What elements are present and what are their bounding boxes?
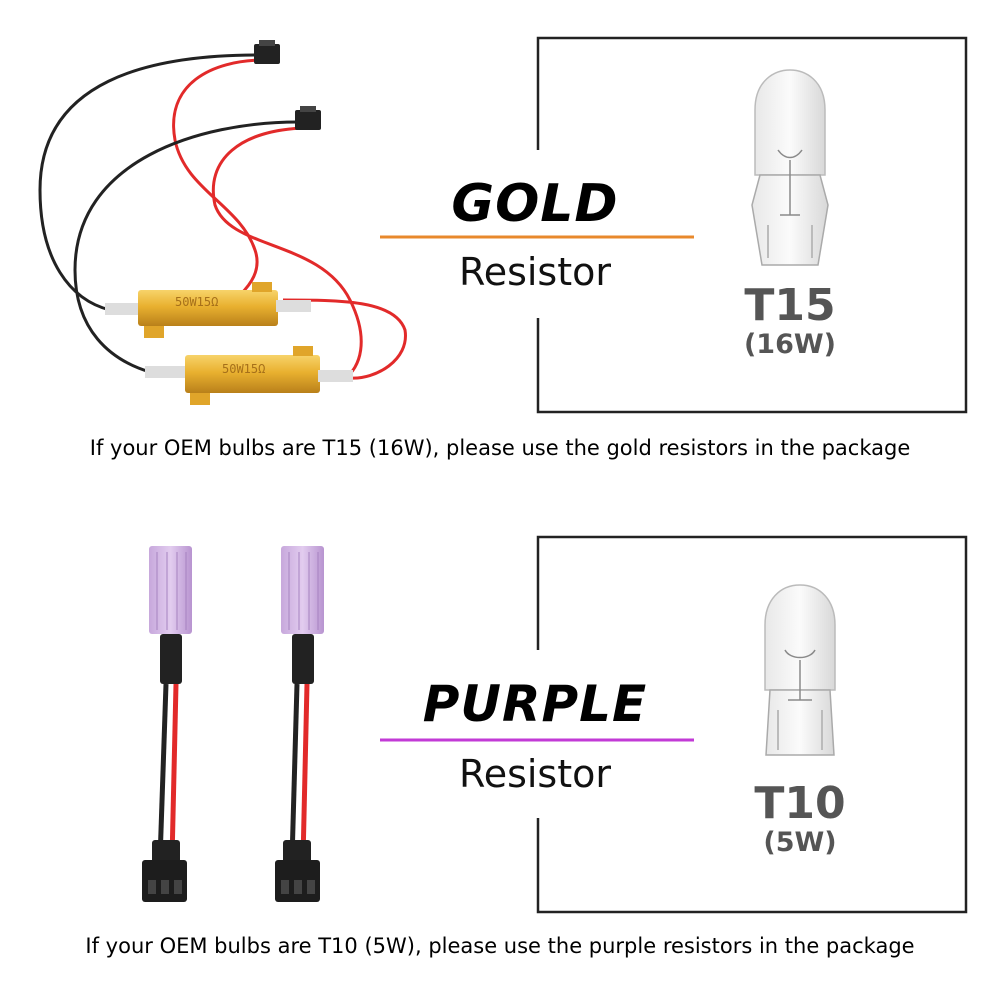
gold-frame — [536, 36, 968, 414]
gold-resistor-stamp: 50W15Ω — [175, 295, 219, 309]
gold-resistor-wires — [38, 53, 407, 380]
purple-subheading: Resistor — [459, 752, 611, 796]
gold-subheading: Resistor — [459, 250, 611, 294]
t10-bulb-icon — [764, 584, 836, 756]
connector-icon — [254, 40, 321, 130]
purple-caption: If your OEM bulbs are T10 (5W), please u… — [85, 934, 915, 958]
purple-heading: PURPLE — [422, 675, 648, 733]
purple-frame — [536, 535, 968, 914]
gold-caption: If your OEM bulbs are T15 (16W), please … — [89, 436, 911, 460]
purple-resistor-icon — [275, 546, 324, 902]
t10-bulb-watt: (5W) — [763, 827, 837, 858]
t15-bulb-code: T15 — [744, 280, 836, 331]
t15-bulb-icon — [751, 69, 829, 266]
t15-bulb-watt: (16W) — [743, 329, 837, 360]
purple-resistor-icon — [142, 546, 192, 902]
gold-resistor-icon — [105, 282, 353, 405]
t10-bulb-code: T10 — [754, 778, 846, 829]
gold-resistor-stamp: 50W15Ω — [222, 362, 266, 376]
gold-heading: GOLD — [451, 174, 619, 234]
